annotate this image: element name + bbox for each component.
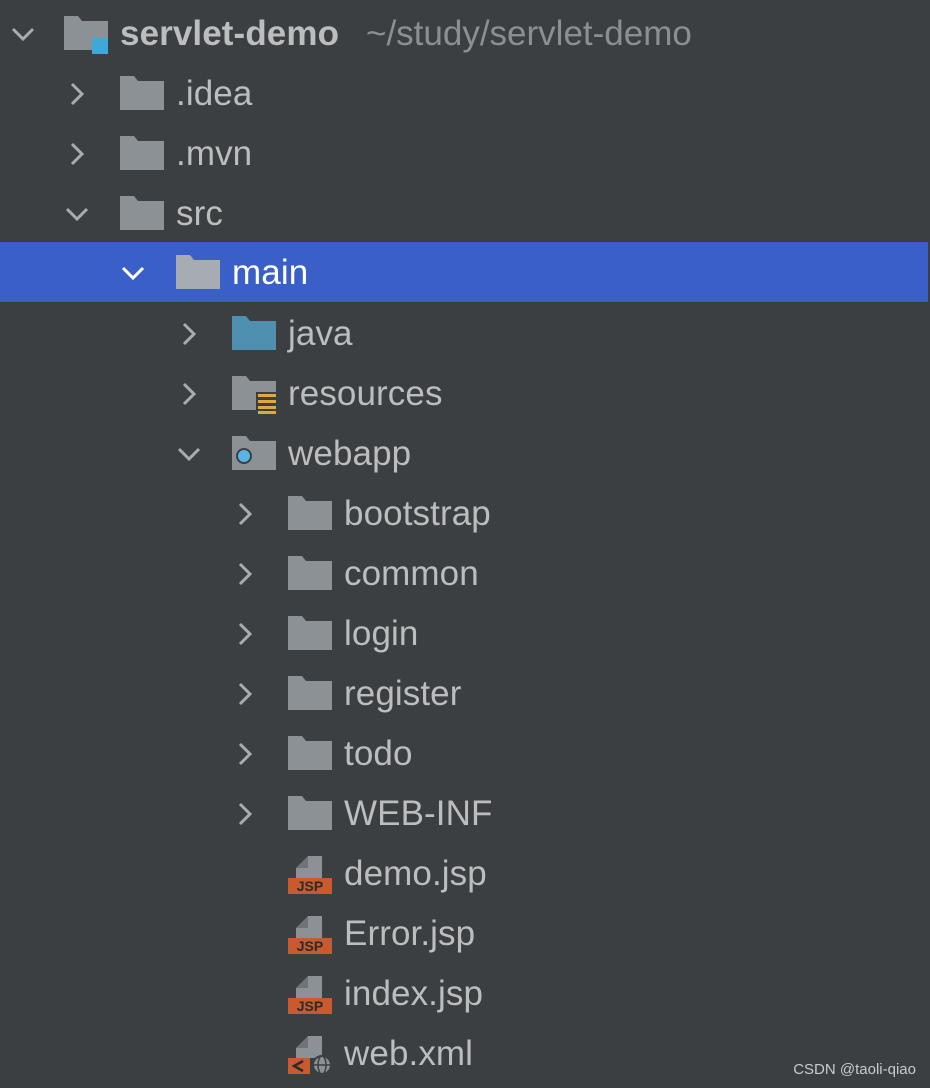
tree-item-label: main bbox=[232, 253, 309, 292]
jsp-badge-text: JSP bbox=[297, 938, 323, 954]
tree-row-idea[interactable]: .idea bbox=[0, 63, 930, 123]
web-xml-file-icon bbox=[288, 1036, 332, 1074]
chevron-right-icon[interactable] bbox=[64, 81, 90, 107]
tree-row-webapp[interactable]: webapp bbox=[0, 423, 930, 483]
folder-icon bbox=[288, 796, 332, 830]
chevron-right-icon[interactable] bbox=[64, 141, 90, 167]
jsp-file-icon: JSP bbox=[288, 916, 332, 954]
folder-icon bbox=[288, 616, 332, 650]
chevron-right-icon[interactable] bbox=[232, 621, 258, 647]
tree-item-label: .idea bbox=[176, 74, 253, 113]
tree-item-label: src bbox=[176, 194, 223, 233]
tree-row-index-jsp[interactable]: JSP index.jsp bbox=[0, 963, 930, 1023]
folder-icon bbox=[176, 255, 220, 289]
tree-item-label: resources bbox=[288, 374, 443, 413]
tree-row-common[interactable]: common bbox=[0, 543, 930, 603]
watermark: CSDN @taoli-qiao bbox=[793, 1061, 916, 1078]
chevron-right-icon[interactable] bbox=[232, 561, 258, 587]
tree-item-label: login bbox=[344, 614, 419, 653]
chevron-right-icon[interactable] bbox=[232, 501, 258, 527]
tree-row-servlet-demo[interactable]: servlet-demo ~/study/servlet-demo bbox=[0, 3, 930, 63]
chevron-right-icon[interactable] bbox=[232, 681, 258, 707]
tree-row-web-inf[interactable]: WEB-INF bbox=[0, 783, 930, 843]
tree-item-label: index.jsp bbox=[344, 974, 484, 1013]
web-folder-icon bbox=[232, 436, 276, 470]
tree-row-error-jsp[interactable]: JSP Error.jsp bbox=[0, 903, 930, 963]
tree-row-src[interactable]: src bbox=[0, 183, 930, 243]
chevron-right-icon[interactable] bbox=[176, 381, 202, 407]
source-root-folder-icon bbox=[232, 316, 276, 350]
folder-icon bbox=[288, 556, 332, 590]
tree-row-java[interactable]: java bbox=[0, 303, 930, 363]
chevron-right-icon[interactable] bbox=[232, 741, 258, 767]
jsp-badge-text: JSP bbox=[297, 998, 323, 1014]
tree-row-mvn[interactable]: .mvn bbox=[0, 123, 930, 183]
chevron-right-icon[interactable] bbox=[232, 801, 258, 827]
tree-item-label: WEB-INF bbox=[344, 794, 493, 833]
tree-item-label: demo.jsp bbox=[344, 854, 487, 893]
jsp-file-icon: JSP bbox=[288, 976, 332, 1014]
tree-item-label: webapp bbox=[288, 434, 412, 473]
module-folder-icon bbox=[64, 16, 108, 54]
tree-row-login[interactable]: login bbox=[0, 603, 930, 663]
folder-icon bbox=[288, 496, 332, 530]
tree-row-resources[interactable]: resources bbox=[0, 363, 930, 423]
folder-icon bbox=[288, 676, 332, 710]
folder-icon bbox=[120, 196, 164, 230]
tree-item-label: bootstrap bbox=[344, 494, 491, 533]
tree-row-main[interactable]: main bbox=[0, 242, 928, 302]
tree-item-label: java bbox=[288, 314, 353, 353]
tree-row-todo[interactable]: todo bbox=[0, 723, 930, 783]
tree-item-label: common bbox=[344, 554, 479, 593]
tree-row-web-xml[interactable]: web.xml bbox=[0, 1023, 930, 1083]
chevron-right-icon[interactable] bbox=[176, 321, 202, 347]
resources-folder-icon bbox=[232, 376, 276, 414]
tree-item-label: todo bbox=[344, 734, 413, 773]
chevron-down-icon[interactable] bbox=[120, 260, 146, 286]
chevron-down-icon[interactable] bbox=[10, 21, 36, 47]
folder-icon bbox=[288, 736, 332, 770]
project-root-label: servlet-demo bbox=[120, 14, 340, 53]
jsp-file-icon: JSP bbox=[288, 856, 332, 894]
tree-item-label: web.xml bbox=[344, 1034, 474, 1073]
tree-item-label: .mvn bbox=[176, 134, 253, 173]
folder-icon bbox=[120, 136, 164, 170]
tree-item-label: register bbox=[344, 674, 462, 713]
tree-row-demo-jsp[interactable]: JSP demo.jsp bbox=[0, 843, 930, 903]
chevron-down-icon[interactable] bbox=[64, 201, 90, 227]
tree-item-label: Error.jsp bbox=[344, 914, 476, 953]
tree-row-register[interactable]: register bbox=[0, 663, 930, 723]
folder-icon bbox=[120, 76, 164, 110]
jsp-badge-text: JSP bbox=[297, 878, 323, 894]
tree-row-bootstrap[interactable]: bootstrap bbox=[0, 483, 930, 543]
chevron-down-icon[interactable] bbox=[176, 441, 202, 467]
project-path-hint: ~/study/servlet-demo bbox=[366, 14, 692, 53]
